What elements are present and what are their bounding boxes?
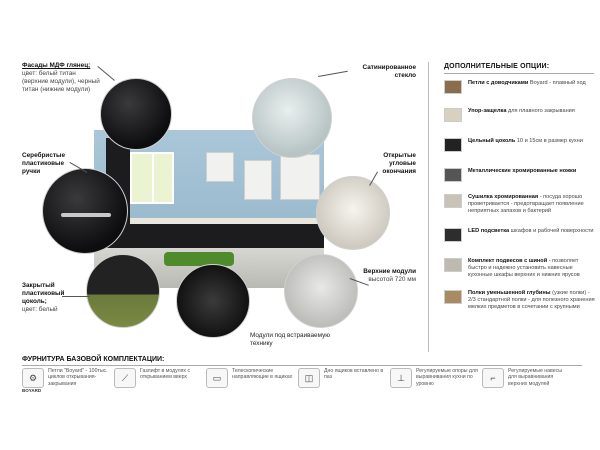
base-item-text: Газлифт в модулях с открыванием вверх bbox=[140, 368, 191, 381]
handles-annotation: Серебристые пластиковые ручки bbox=[22, 152, 74, 176]
option-bold: Полки уменьшенной глубины bbox=[468, 290, 551, 296]
builtin-annotation: Модули под встраиваемую технику bbox=[250, 332, 338, 348]
base-item: ▭ Телескопические направляющие в ящиках bbox=[206, 368, 298, 394]
leader-line-satin bbox=[318, 70, 348, 77]
option-item: LED подсветка шкафов и рабочей поверхнос… bbox=[444, 226, 600, 252]
corner-title: Открытые угловые окончания bbox=[382, 152, 416, 175]
handle-detail-circle bbox=[42, 168, 128, 254]
option-bold: Сушилка хромированная bbox=[468, 194, 539, 200]
facade-detail-circle bbox=[100, 78, 172, 150]
option-desc: - позволяет быстро и надежно установить … bbox=[468, 258, 580, 278]
led-icon bbox=[444, 228, 462, 242]
plinth-body: цвет: белый bbox=[22, 306, 58, 313]
builtin-title: Модули под встраиваемую технику bbox=[250, 332, 331, 347]
latch-icon bbox=[444, 108, 462, 122]
option-desc: Boyard - плавный ход bbox=[528, 80, 586, 86]
option-text: Упор-защелка для плавного закрывания bbox=[468, 108, 598, 115]
option-text: Комплект подвесов с шиной - позволяет бы… bbox=[468, 258, 598, 279]
option-text: Цельный цоколь 10 и 15см в размер кухни bbox=[468, 138, 598, 145]
oven-module-circle bbox=[176, 264, 250, 338]
kitchen-window bbox=[130, 152, 174, 204]
handles-title: Серебристые пластиковые ручки bbox=[22, 152, 66, 175]
options-title: ДОПОЛНИТЕЛЬНЫЕ ОПЦИИ: bbox=[444, 63, 550, 70]
drawer-slide-icon: ▭ bbox=[206, 368, 228, 388]
lower-cabinets bbox=[130, 224, 324, 252]
options-rule bbox=[444, 73, 594, 74]
hinge-icon: ⚙ bbox=[22, 368, 44, 388]
upper-body: высотой 720 мм bbox=[368, 276, 416, 283]
option-item: Полки уменьшенной глубины (узкие полки) … bbox=[444, 288, 600, 314]
option-item: Металлические хромированные ножки bbox=[444, 166, 600, 192]
shelf-icon bbox=[444, 290, 462, 304]
base-item-text: Регулируемые опоры для выравнивания кухн… bbox=[416, 368, 478, 387]
boyard-brand: BOYARD bbox=[22, 388, 42, 393]
option-bold: Упор-защелка bbox=[468, 108, 507, 114]
option-item: Комплект подвесов с шиной - позволяет бы… bbox=[444, 256, 600, 282]
hanger-icon: ⌐ bbox=[482, 368, 504, 388]
corner-shelf-circle bbox=[316, 176, 390, 250]
option-bold: LED подсветка bbox=[468, 228, 510, 234]
base-item: ◫ Дно ящиков вставлено в паз bbox=[298, 368, 390, 394]
base-item: ⊥Регулируемые опоры для выравнивания кух… bbox=[390, 368, 482, 394]
option-item: Петли с доводчиками Boyard - плавный ход bbox=[444, 78, 600, 104]
leader-line-plinth bbox=[62, 296, 90, 297]
base-item-text: Дно ящиков вставлено в паз bbox=[324, 368, 384, 381]
option-text: Петли с доводчиками Boyard - плавный ход bbox=[468, 80, 598, 87]
base-title: ФУРНИТУРА БАЗОВОЙ КОМПЛЕКТАЦИИ: bbox=[22, 356, 165, 363]
green-rug bbox=[164, 252, 234, 266]
base-item: ⟋ Газлифт в модулях с открыванием вверх bbox=[114, 368, 206, 394]
satin-title: Сатинированное стекло bbox=[362, 64, 416, 79]
leveling-foot-icon: ⊥ bbox=[390, 368, 412, 388]
base-item-text: Петли "Boyard" - 100тыс. циклов открыван… bbox=[48, 368, 108, 387]
option-desc: для плавного закрывания bbox=[506, 108, 575, 114]
plinth-detail-circle bbox=[86, 254, 160, 328]
plinth-annotation: Закрытый пластиковый цоколь; цвет: белый bbox=[22, 282, 78, 314]
upper-corner-shelf bbox=[244, 160, 272, 200]
countertop bbox=[130, 218, 324, 224]
legs-icon bbox=[444, 168, 462, 182]
base-item: ⌐Регулируемые навесы для выравнивания ве… bbox=[482, 368, 574, 394]
satin-glass-circle bbox=[252, 78, 332, 158]
plinth-title: Закрытый пластиковый цоколь; bbox=[22, 282, 65, 305]
option-text: Полки уменьшенной глубины (узкие полки) … bbox=[468, 290, 598, 311]
vertical-separator bbox=[428, 62, 429, 352]
option-bold: Металлические хромированные ножки bbox=[468, 168, 577, 174]
option-desc: шкафов и рабочей поверхности bbox=[509, 228, 594, 234]
option-desc: - посуда хорошо проветривается - предотв… bbox=[468, 194, 584, 214]
base-rule bbox=[22, 365, 582, 366]
option-text: LED подсветка шкафов и рабочей поверхнос… bbox=[468, 228, 598, 235]
option-text: Металлические хромированные ножки bbox=[468, 168, 598, 175]
upper-annotation: Верхние модули высотой 720 мм bbox=[356, 268, 416, 284]
base-item-text: Регулируемые навесы для выравнивания вер… bbox=[508, 368, 562, 387]
corner-annotation: Открытые угловые окончания bbox=[360, 152, 416, 176]
option-item: Цельный цоколь 10 и 15см в размер кухни bbox=[444, 136, 600, 162]
facades-annotation: Фасады МДФ глянец; цвет: белый титан (ве… bbox=[22, 62, 102, 94]
option-bold: Цельный цоколь bbox=[468, 138, 516, 144]
gaslift-icon: ⟋ bbox=[114, 368, 136, 388]
option-text: Сушилка хромированная - посуда хорошо пр… bbox=[468, 194, 598, 215]
satin-annotation: Сатинированное стекло bbox=[348, 64, 416, 80]
option-desc: 10 и 15см в размер кухни bbox=[515, 138, 583, 144]
facades-body: цвет: белый титан (верхние модули), черн… bbox=[22, 70, 100, 93]
hinge-icon bbox=[444, 80, 462, 94]
upper-cabinets bbox=[206, 152, 234, 182]
upper-title: Верхние модули bbox=[363, 268, 416, 275]
option-item: Упор-защелка для плавного закрывания bbox=[444, 106, 600, 132]
option-item: Сушилка хромированная - посуда хорошо пр… bbox=[444, 192, 600, 218]
plinth-icon bbox=[444, 138, 462, 152]
handle-bar bbox=[61, 213, 111, 217]
upper-module-circle bbox=[284, 254, 358, 328]
option-bold: Петли с доводчиками bbox=[468, 80, 529, 86]
upper-right-cabinet bbox=[280, 154, 320, 200]
dryer-icon bbox=[444, 194, 462, 208]
facades-title: Фасады МДФ глянец; bbox=[22, 62, 91, 69]
base-item-text: Телескопические направляющие в ящиках bbox=[232, 368, 293, 381]
option-desc: (узкие полки) - 2/3 стандартной полки - … bbox=[468, 290, 595, 310]
base-item: ⚙Петли "Boyard" - 100тыс. циклов открыва… bbox=[22, 368, 114, 394]
drawer-bottom-icon: ◫ bbox=[298, 368, 320, 388]
rail-icon bbox=[444, 258, 462, 272]
option-bold: Комплект подвесов с шиной bbox=[468, 258, 548, 264]
